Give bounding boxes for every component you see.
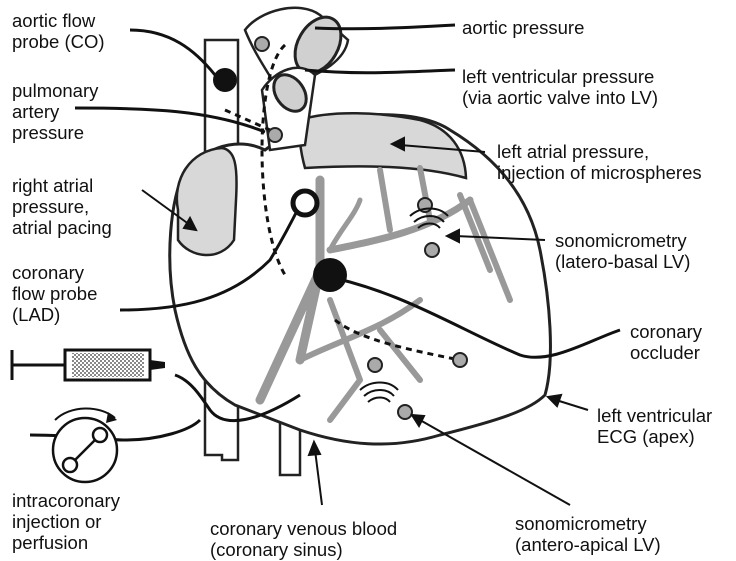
- label-sonomicrometry-basal: sonomicrometry(latero-basal LV): [555, 230, 690, 272]
- coronary-flow-probe-ring: [293, 191, 317, 215]
- label-coronary-venous-blood: coronary venous blood(coronary sinus): [210, 518, 397, 560]
- label-aortic-pressure: aortic pressure: [462, 17, 584, 38]
- right-atrium: [177, 148, 237, 255]
- label-lv-pressure: left ventricular pressure(via aortic val…: [462, 66, 658, 108]
- label-sonomicrometry-apical: sonomicrometry(antero-apical LV): [515, 513, 661, 555]
- syringe: [12, 350, 165, 380]
- perfusion-pump: [53, 408, 117, 482]
- flow-probe-aortic: [213, 68, 237, 92]
- coronary-flow-probe-lad: [313, 258, 347, 292]
- label-left-atrial-pressure: left atrial pressure,injection of micros…: [497, 141, 702, 183]
